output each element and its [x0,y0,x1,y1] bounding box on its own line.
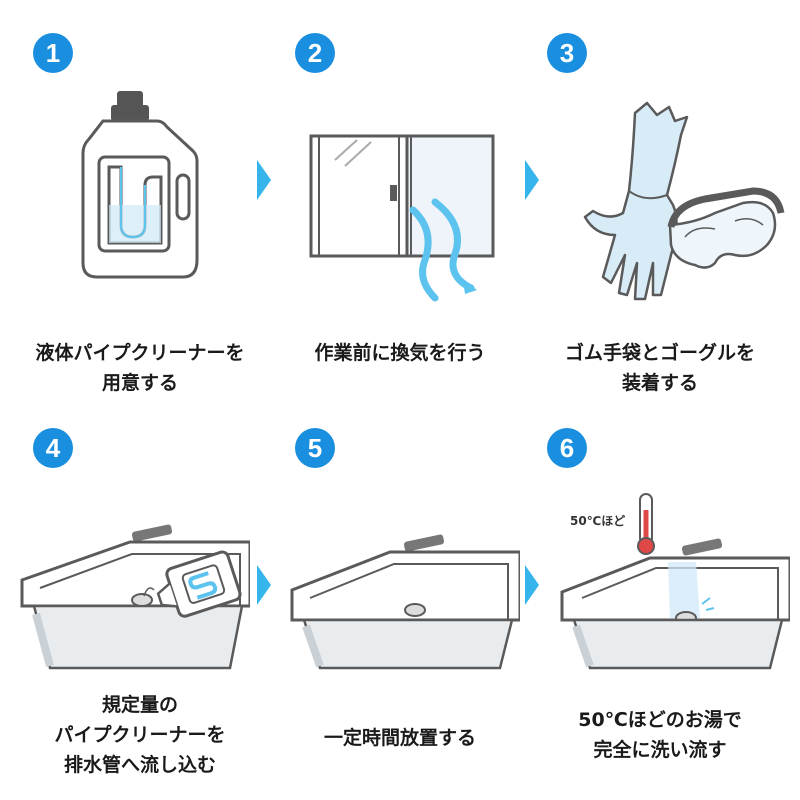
step-3-caption: ゴム手袋とゴーグルを 装着する [535,338,785,398]
step-1-caption: 液体パイプクリーナーを 用意する [15,338,265,398]
sink-waiting-illustration [290,534,520,670]
sink-pouring-illustration [20,524,250,670]
next-arrow-1-2 [257,160,271,200]
step-2-caption: 作業前に換気を行う [275,338,525,368]
sink-hot-water-illustration [560,493,790,670]
step-4-caption-line-2: パイプクリーナーを [54,724,226,746]
step-2-badge: 2 [295,33,335,73]
step-1-caption-line-2: 用意する [101,372,178,394]
next-arrow-4-5 [257,565,271,605]
step-4-caption-line-3: 排水管へ流し込む [63,754,216,776]
step-6-caption-line-2: 完全に洗い流す [593,739,727,761]
step-4-caption-line-1: 規定量の [101,694,178,716]
step-3-caption-line-2: 装着する [621,372,698,394]
step-6-badge: 6 [547,428,587,468]
window-ventilation-illustration [309,134,495,302]
step-6-caption-line-1: 50℃ほどのお湯で [578,709,742,731]
step-5-badge: 5 [295,428,335,468]
pipe-cleaner-bottle-illustration [81,91,199,279]
next-arrow-2-3 [525,160,539,200]
step-1-caption-line-1: 液体パイプクリーナーを [35,342,245,364]
step-3-caption-line-1: ゴム手袋とゴーグルを [564,342,755,364]
step-3-badge: 3 [547,33,587,73]
thermometer-label: 50℃ほど [570,514,626,528]
step-4-badge: 4 [33,428,73,468]
gloves-goggles-illustration [583,101,785,301]
step-5-caption: 一定時間放置する [275,723,525,753]
step-2-caption-line-1: 作業前に換気を行う [314,342,486,364]
step-5-caption-line-1: 一定時間放置する [323,727,476,749]
step-1-badge: 1 [33,33,73,73]
next-arrow-5-6 [525,565,539,605]
step-6-caption: 50℃ほどのお湯で 完全に洗い流す [535,705,785,765]
step-4-caption: 規定量の パイプクリーナーを 排水管へ流し込む [15,690,265,780]
